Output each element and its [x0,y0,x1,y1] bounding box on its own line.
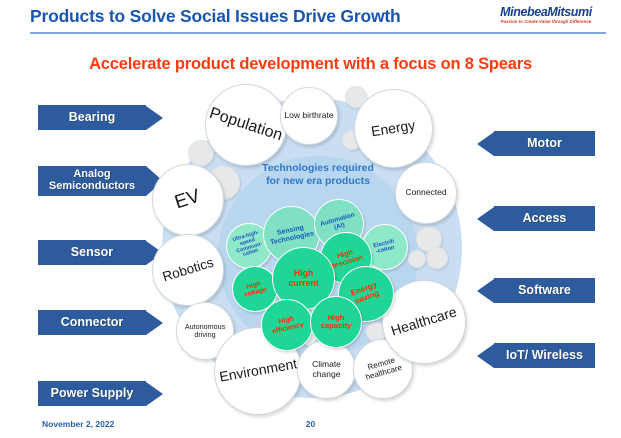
left-tag-power-supply[interactable]: Power Supply [38,381,163,406]
subtitle: Accelerate product development with a fo… [89,55,532,73]
arrow-head-left-icon [477,343,494,368]
tech-bubble-ultra-high-speed-communication-label: Ultra-high- speed Communi- cation [232,229,264,259]
right-tag-iot-wireless-label: IoT/ Wireless [506,347,583,362]
arrow-head-left-icon [477,206,494,231]
footer-page-number: 20 [305,419,316,429]
issue-bubble-low-birthrate-label: Low birthrate [284,110,334,121]
center-caption: Technologies required for new era produc… [262,162,374,188]
arrow-head-right-icon [146,310,163,335]
left-tag-bearing-label: Bearing [68,109,116,124]
tech-bubble-high-voltage-label: High voltage [243,280,268,299]
issue-bubble-environment-label: Environment [217,355,298,386]
tech-bubble-high-capacity-label: High capacity [320,312,352,330]
issue-bubble-ev[interactable]: EV [152,164,224,236]
tech-bubble-high-capacity[interactable]: High capacity [310,296,362,348]
issue-bubble-climate-change[interactable]: Climate change [297,340,356,399]
tech-bubble-sensing-technologies-label: Sensing Technologies [269,224,315,246]
issue-bubble-healthcare[interactable]: Healthcare [382,280,466,364]
left-tag-bearing[interactable]: Bearing [38,105,163,130]
right-tag-iot-wireless[interactable]: IoT/ Wireless [477,343,595,368]
left-tag-sensor[interactable]: Sensor [38,240,163,265]
issue-bubble-population[interactable]: Population [205,84,287,166]
issue-bubble-ev-label: EV [172,185,204,214]
issue-bubble-energy-label: Energy [370,116,417,140]
arrow-head-left-icon [477,278,494,303]
issue-bubble-robotics[interactable]: Robotics [152,234,224,306]
filler-bubble [408,250,426,268]
arrow-head-right-icon [146,105,163,130]
tech-bubble-high-efficiency[interactable]: High efficiency [261,299,313,351]
tech-bubble-energy-saving-label: Energy saving [349,280,381,306]
right-tag-motor[interactable]: Motor [477,131,595,156]
right-tag-access-label: Access [522,210,567,225]
issue-bubble-autonomous-driving-label: Autonomous driving [184,322,226,339]
left-tag-analog-semiconductors-label: Analog Semiconductors [48,168,136,192]
page-title: Products to Solve Social Issues Drive Gr… [30,6,401,26]
filler-bubble [345,86,367,108]
left-tag-power-supply-label: Power Supply [50,385,134,400]
arrow-head-right-icon [146,381,163,406]
brand-name: MinebeaMitsumi [500,5,592,19]
issue-bubble-remote-healthcare-label: Remote healthcare [364,355,404,382]
filler-bubble [426,247,448,269]
footer-date: November 2, 2022 [42,419,115,429]
tech-bubble-electrification-label: Electrifi -cation [373,238,396,255]
left-tag-sensor-label: Sensor [70,244,114,259]
header-divider [30,32,606,34]
issue-bubble-connected[interactable]: Connected [395,162,457,224]
brand-logo: MinebeaMitsumi Passion to Create Value t… [485,5,607,25]
tech-bubble-high-efficiency-label: High efficiency [271,315,305,336]
right-tag-motor-label: Motor [527,135,562,150]
left-tag-connector[interactable]: Connector [38,310,163,335]
issue-bubble-healthcare-label: Healthcare [389,303,459,340]
right-tag-software-label: Software [518,282,571,297]
arrow-head-left-icon [477,131,494,156]
issue-bubble-climate-change-label: Climate change [312,359,341,379]
issue-bubble-connected-label: Connected [405,187,447,198]
issue-bubble-robotics-label: Robotics [160,254,216,285]
issue-bubble-population-label: Population [207,105,285,145]
right-tag-access[interactable]: Access [477,206,595,231]
left-tag-analog-semiconductors[interactable]: Analog Semiconductors [38,166,163,196]
bubble-diagram: Population Low birthrate Energy Connecte… [150,84,482,416]
brand-tagline: Passion to Create Value through Differen… [500,19,592,25]
issue-bubble-energy[interactable]: Energy [354,89,433,168]
left-tag-connector-label: Connector [60,314,124,329]
tech-bubble-high-current-label: High current [288,268,319,288]
right-tag-software[interactable]: Software [477,278,595,303]
issue-bubble-low-birthrate[interactable]: Low birthrate [280,87,338,145]
